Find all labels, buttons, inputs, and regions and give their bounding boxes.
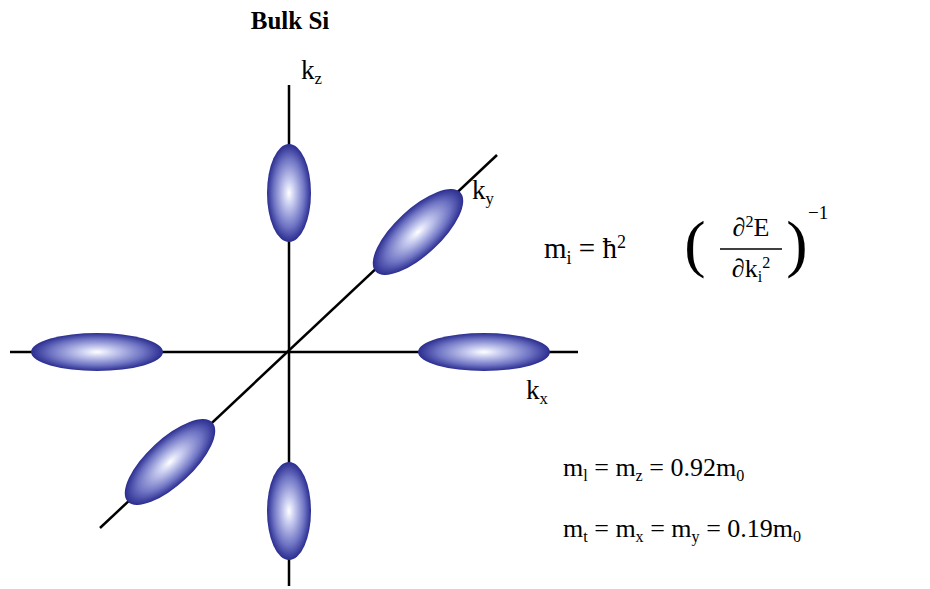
equation-bracket: ) (786, 212, 807, 276)
equation-exponent: −1 (808, 203, 828, 222)
valley-ellipsoid (360, 176, 476, 289)
equation-part: mi = ħ2 (544, 234, 626, 263)
axis-label: kz (301, 57, 322, 84)
equation-part: ∂2E (733, 215, 770, 241)
valley-ellipsoid (267, 462, 311, 560)
mass-value: ml = mz = 0.92m0 (563, 455, 744, 481)
valley-ellipsoid (112, 406, 228, 519)
valley-ellipsoid (418, 333, 550, 371)
figure-title: Bulk Si (251, 8, 330, 33)
axis-label: kx (526, 377, 548, 404)
equation-bracket: ( (684, 212, 705, 276)
equation-part: ∂ki2 (732, 256, 770, 282)
mass-value: mt = mx = my = 0.19m0 (563, 516, 801, 542)
axis-label: ky (472, 177, 494, 204)
fraction-bar (720, 248, 782, 250)
valley-ellipsoid (31, 333, 163, 371)
valley-ellipsoid (267, 144, 311, 242)
